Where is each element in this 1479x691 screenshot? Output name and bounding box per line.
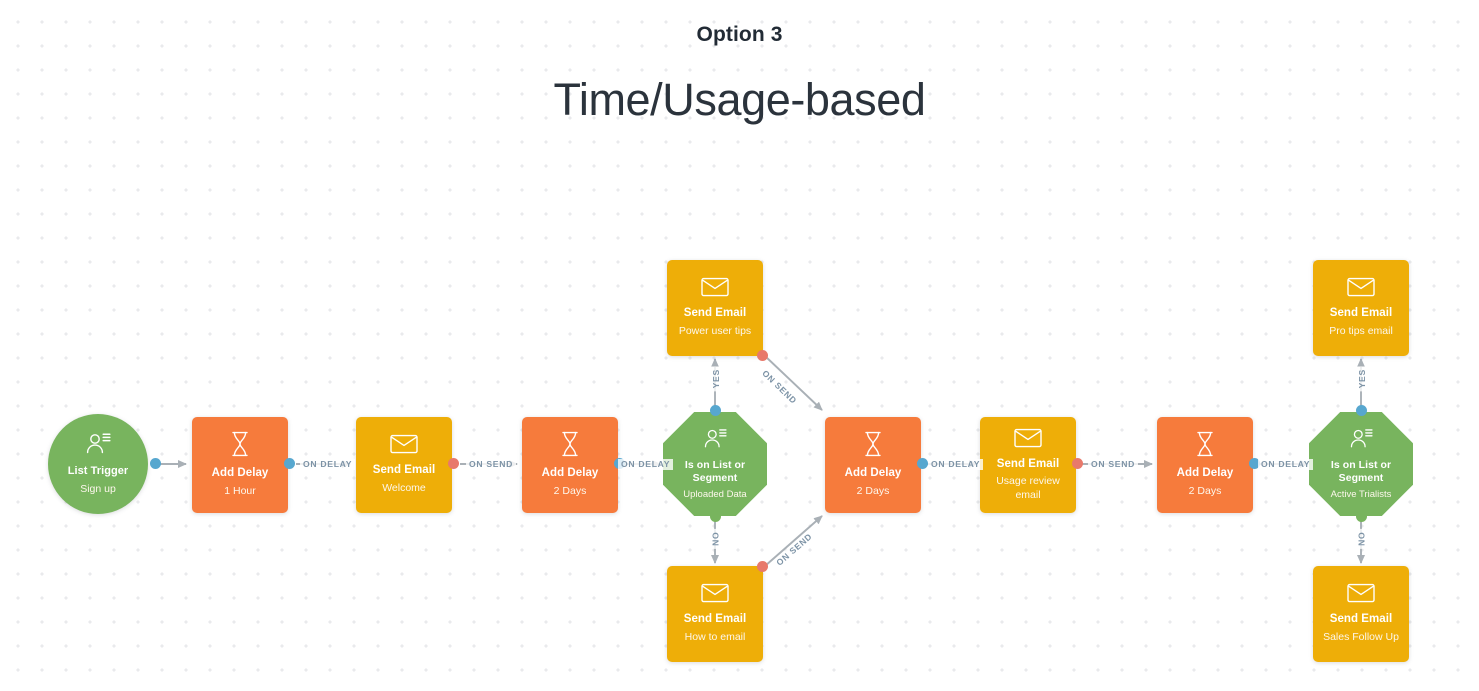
node-title: Send Email <box>683 307 747 320</box>
node-list-trigger[interactable]: List Trigger Sign up <box>48 414 148 514</box>
hourglass-icon <box>1195 431 1215 457</box>
node-send-email-sales-follow-up[interactable]: Send Email Sales Follow Up <box>1313 566 1409 662</box>
node-subtitle: Uploaded Data <box>683 488 747 500</box>
node-add-delay-1[interactable]: Add Delay 1 Hour <box>192 417 288 513</box>
diagram-header: Option 3 Time/Usage-based <box>0 0 1479 127</box>
option-label: Option 3 <box>696 23 783 46</box>
contact-list-icon <box>703 427 728 450</box>
port-out-send-email-welcome[interactable] <box>448 458 459 469</box>
port-out-send-email-how-to[interactable] <box>757 561 768 572</box>
port-yes-segment-active-trialists[interactable] <box>1356 405 1367 416</box>
node-subtitle: 2 Days <box>1188 484 1222 497</box>
contact-list-icon <box>1349 427 1374 450</box>
node-subtitle: How to email <box>684 630 746 643</box>
hourglass-icon <box>230 431 250 457</box>
node-title: Is on List or Segment <box>684 458 746 484</box>
node-title: Add Delay <box>541 467 599 480</box>
page-title: Time/Usage-based <box>553 74 926 126</box>
port-out-add-delay-4[interactable] <box>1249 458 1260 469</box>
node-title: Send Email <box>1329 307 1393 320</box>
node-title: Is on List or Segment <box>1330 458 1392 484</box>
node-title: Send Email <box>683 613 747 626</box>
envelope-icon <box>1014 428 1042 448</box>
port-out-list-trigger[interactable] <box>150 458 161 469</box>
node-title: Add Delay <box>1176 467 1234 480</box>
port-no-segment-uploaded[interactable] <box>710 511 721 522</box>
envelope-icon <box>701 277 729 297</box>
node-title: Add Delay <box>211 467 269 480</box>
hourglass-icon <box>863 431 883 457</box>
port-out-add-delay-1[interactable] <box>284 458 295 469</box>
node-add-delay-2[interactable]: Add Delay 2 Days <box>522 417 618 513</box>
node-subtitle: Sign up <box>80 483 116 496</box>
node-segment-uploaded-data[interactable]: Is on List or Segment Uploaded Data <box>663 412 767 516</box>
envelope-icon <box>1347 277 1375 297</box>
node-subtitle: 1 Hour <box>224 484 256 497</box>
edge-label-on-send-2: ON SEND <box>757 366 802 410</box>
edge-label-on-send-4: ON SEND <box>1088 459 1139 471</box>
node-send-email-how-to[interactable]: Send Email How to email <box>667 566 763 662</box>
port-out-send-email-power-user-tips[interactable] <box>757 350 768 361</box>
edge-label-on-send-3: ON SEND <box>772 529 818 571</box>
edge-label-no-1: NO <box>710 528 722 549</box>
port-no-segment-active-trialists[interactable] <box>1356 511 1367 522</box>
node-send-email-welcome[interactable]: Send Email Welcome <box>356 417 452 513</box>
edge-label-yes-2: YES <box>1356 366 1369 392</box>
envelope-icon <box>701 583 729 603</box>
node-subtitle: Power user tips <box>678 324 752 337</box>
node-subtitle: Pro tips email <box>1329 324 1393 337</box>
node-subtitle: Sales Follow Up <box>1323 630 1399 643</box>
edge-label-on-send-1: ON SEND <box>466 459 517 471</box>
envelope-icon <box>390 434 418 454</box>
node-subtitle: Active Trialists <box>1330 488 1392 500</box>
contact-list-icon <box>85 431 112 456</box>
node-send-email-pro-tips[interactable]: Send Email Pro tips email <box>1313 260 1409 356</box>
node-send-email-power-user-tips[interactable]: Send Email Power user tips <box>667 260 763 356</box>
edge-label-on-delay-2: ON DELAY <box>618 459 674 471</box>
node-subtitle: 2 Days <box>553 484 587 497</box>
node-add-delay-3[interactable]: Add Delay 2 Days <box>825 417 921 513</box>
edge-label-yes-1: YES <box>710 366 723 392</box>
port-out-send-email-usage-review[interactable] <box>1072 458 1083 469</box>
node-segment-active-trialists[interactable]: Is on List or Segment Active Trialists <box>1309 412 1413 516</box>
node-title: Send Email <box>996 457 1060 470</box>
port-out-add-delay-3[interactable] <box>917 458 928 469</box>
node-add-delay-4[interactable]: Add Delay 2 Days <box>1157 417 1253 513</box>
node-send-email-usage-review[interactable]: Send Email Usage review email <box>980 417 1076 513</box>
hourglass-icon <box>560 431 580 457</box>
port-yes-segment-uploaded[interactable] <box>710 405 721 416</box>
edge-label-no-2: NO <box>1356 528 1368 549</box>
node-title: Send Email <box>372 464 436 477</box>
node-title: Add Delay <box>844 467 902 480</box>
node-subtitle: Usage review email <box>996 475 1060 501</box>
edge-label-on-delay-4: ON DELAY <box>1258 459 1314 471</box>
node-title: List Trigger <box>67 465 129 478</box>
node-title: Send Email <box>1329 613 1393 626</box>
edge-label-on-delay-3: ON DELAY <box>928 459 984 471</box>
node-subtitle: Welcome <box>382 481 426 494</box>
edge-label-on-delay-1: ON DELAY <box>300 459 356 471</box>
node-subtitle: 2 Days <box>856 484 890 497</box>
envelope-icon <box>1347 583 1375 603</box>
